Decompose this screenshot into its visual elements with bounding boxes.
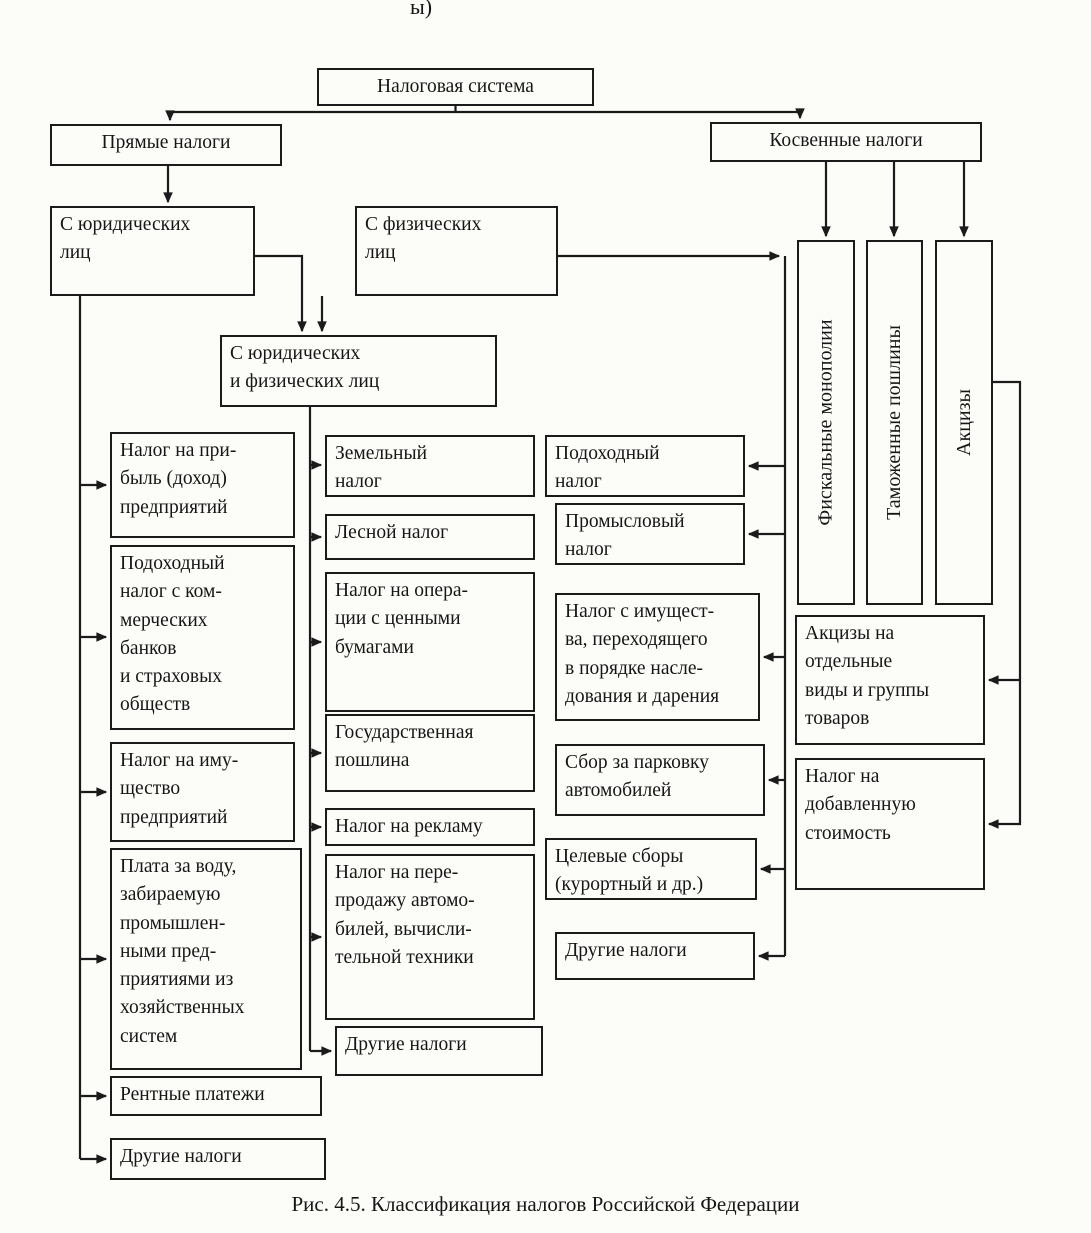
node-customs-duties: Таможенные пошлины xyxy=(866,240,923,605)
node-fiscal-monopolies: Фискальные монополии xyxy=(797,240,855,605)
node-fiscal-monopolies-label: Фискальные монополии xyxy=(814,319,837,526)
node-enterprise-property-tax: Налог на иму- щество предприятий xyxy=(110,742,295,842)
node-other-taxes-right: Другие налоги xyxy=(555,932,755,980)
page-edge-text-fragment: ы) xyxy=(410,0,433,19)
node-trade-tax: Промысловый налог xyxy=(555,503,745,565)
node-state-duty: Государственная пошлина xyxy=(325,714,535,792)
node-vat: Налог на добавленную стоимость xyxy=(795,758,985,890)
node-land-tax: Земельный налог xyxy=(325,435,535,497)
node-other-taxes-middle: Другие налоги xyxy=(335,1026,543,1076)
node-other-taxes-left: Другие налоги xyxy=(110,1138,326,1180)
node-advertising-tax: Налог на рекламу xyxy=(325,808,535,846)
node-income-tax: Подоходный налог xyxy=(545,435,745,497)
node-securities-operations-tax: Налог на опера- ции с ценными бумагами xyxy=(325,572,535,712)
node-inheritance-gift-tax: Налог с имущест- ва, переходящего в поря… xyxy=(555,593,760,721)
node-tax-system: Налоговая система xyxy=(317,68,594,106)
node-from-legal-entities: С юридических лиц xyxy=(50,206,255,296)
node-income-tax-banks: Подоходный налог с ком- мерческих банков… xyxy=(110,545,295,730)
node-parking-fee: Сбор за парковку автомобилей xyxy=(555,744,765,816)
node-indirect-taxes: Косвенные налоги xyxy=(710,122,982,162)
node-from-legal-and-individuals: С юридических и физических лиц xyxy=(220,335,497,407)
node-direct-taxes: Прямые налоги xyxy=(50,124,282,166)
node-customs-duties-label: Таможенные пошлины xyxy=(883,325,905,520)
node-profit-tax: Налог на при- быль (доход) предприятий xyxy=(110,432,295,538)
node-from-individuals: С физических лиц xyxy=(355,206,558,296)
node-rent-payments: Рентные платежи xyxy=(110,1076,322,1116)
figure-caption: Рис. 4.5. Классификация налогов Российск… xyxy=(291,1192,800,1216)
node-excises-label: Акцизы xyxy=(952,389,975,456)
node-resale-tax: Налог на пере- продажу автомо- билей, вы… xyxy=(325,854,535,1020)
node-excises-goods: Акцизы на отдельные виды и группы товаро… xyxy=(795,615,985,745)
node-water-payment: Плата за воду, забираемую промышлен- ным… xyxy=(110,848,302,1070)
node-excises: Акцизы xyxy=(935,240,993,605)
node-forest-tax: Лесной налог xyxy=(325,514,535,560)
node-target-fees: Целевые сборы (курортный и др.) xyxy=(545,838,757,900)
